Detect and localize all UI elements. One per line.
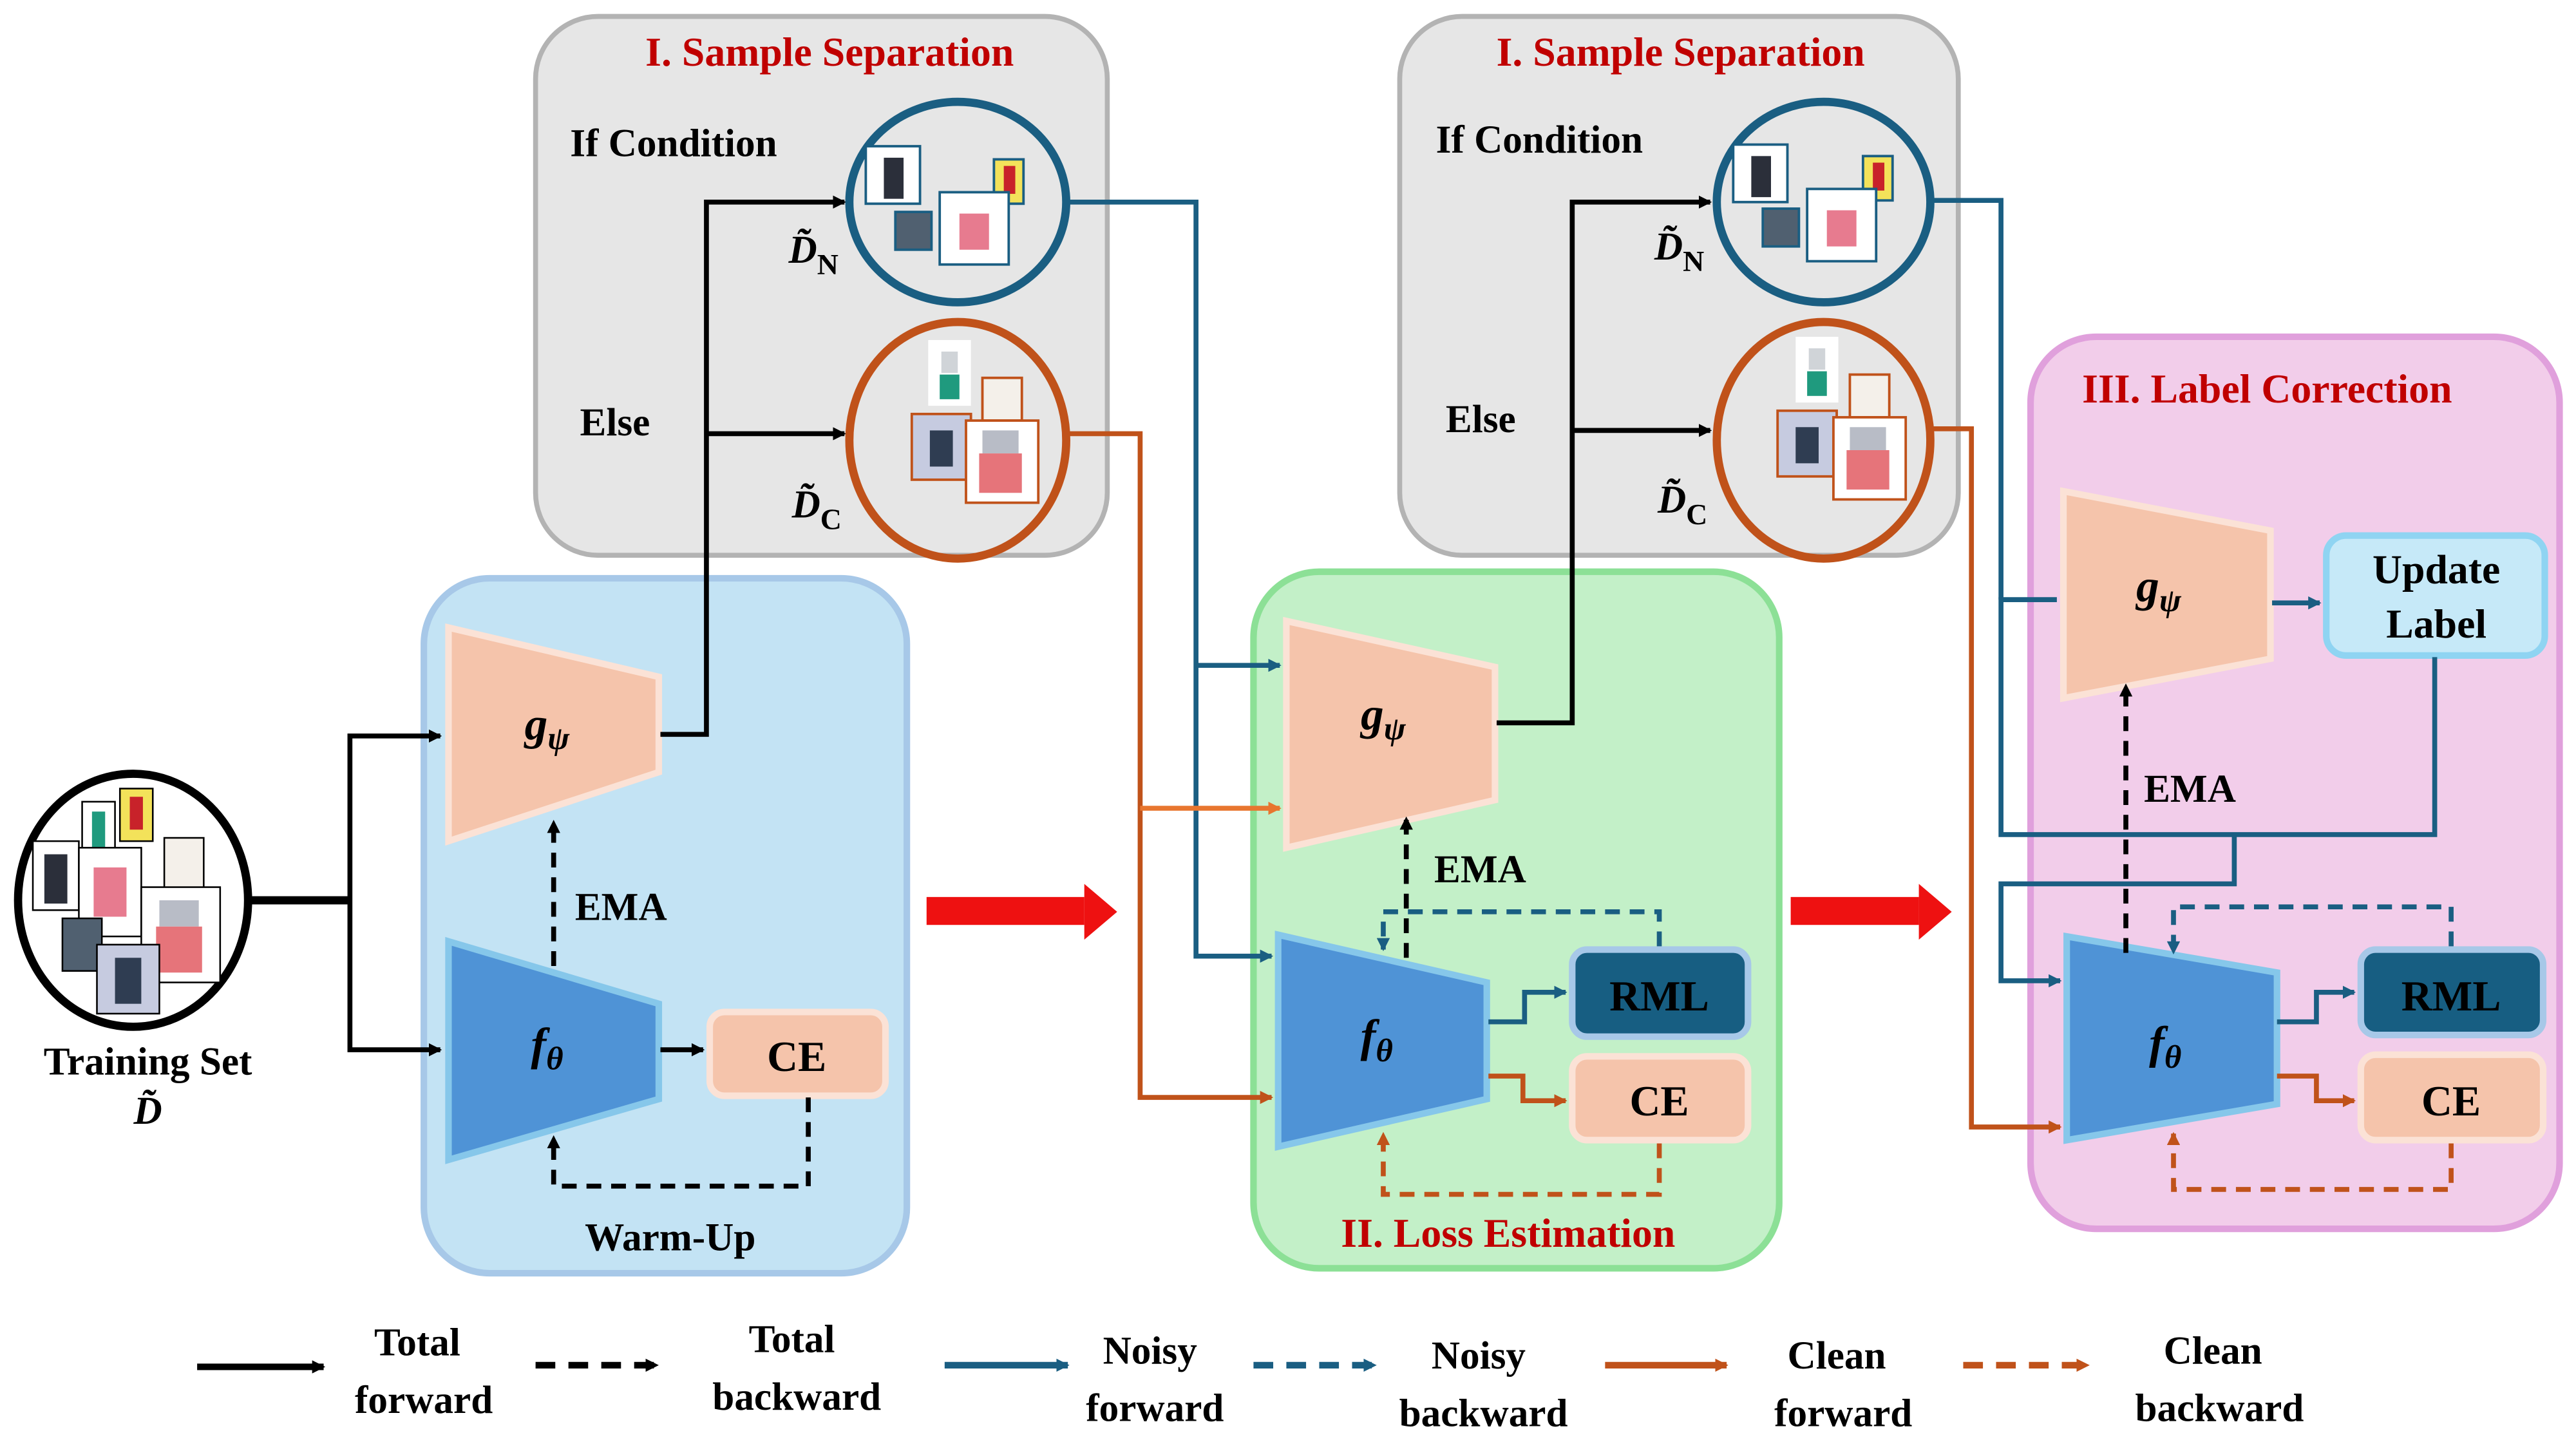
training-to-f-arrow: [347, 900, 442, 1057]
training-to-g-arrow: [347, 729, 442, 900]
connectors: [248, 195, 2062, 1134]
ce-loss-box: [706, 1009, 889, 1099]
noisy-set-symbol: D̃N: [1654, 225, 1704, 278]
panel-title: Warm-Up: [585, 1215, 755, 1259]
svg-text:Clean: Clean: [2164, 1329, 2262, 1372]
legend-item-noisy-backward: Noisy backward: [1253, 1334, 1568, 1435]
sample-separation-panel-2: I. Sample Separation If Condition Else D…: [1397, 14, 1961, 563]
else-label: Else: [580, 401, 650, 444]
if-condition-label: If Condition: [570, 121, 777, 165]
sample-separation-panel-1: I. Sample Separation If Condition Else D…: [533, 14, 1110, 563]
clean-sample-images: [1776, 336, 1908, 501]
ce-backward-arrow: [2166, 1132, 2454, 1192]
svg-text:Total: Total: [749, 1317, 835, 1361]
clean-to-f-arrow-2: [1930, 426, 2062, 1134]
svg-text:forward: forward: [1086, 1387, 1224, 1430]
noisy-set-symbol: D̃N: [788, 228, 838, 281]
f-to-ce-arrow: [2277, 1074, 2356, 1108]
update-label-line2: Label: [2386, 601, 2486, 647]
g-psi-network: [1283, 616, 1499, 852]
svg-text:backward: backward: [1399, 1391, 1568, 1435]
ce-backward-arrow: [1376, 1132, 1662, 1197]
g-to-noisy-arrow-2: [1496, 195, 1712, 726]
svg-text:Total: Total: [374, 1321, 460, 1365]
training-set-label: Training Set: [44, 1039, 252, 1083]
legend-item-clean-backward: Clean backward: [1963, 1329, 2304, 1430]
clean-set-circle: [1712, 317, 1935, 563]
ema-label: EMA: [575, 886, 667, 929]
clean-set-symbol: D̃C: [1657, 478, 1707, 531]
clean-sample-images: [910, 340, 1040, 504]
loss-estimation-panel: gψ fθ RML CE EMA II. Loss Estimation: [1250, 568, 1783, 1272]
g-psi-label: gψ: [2135, 561, 2182, 619]
rml-backward-arrow: [1376, 909, 1662, 952]
f-to-ce-arrow: [1488, 1074, 1567, 1108]
legend-item-noisy-forward: Noisy forward: [944, 1329, 1224, 1430]
ce-loss-label: CE: [2421, 1078, 2481, 1125]
panel-title: I. Sample Separation: [1497, 29, 1865, 75]
training-set-symbol: D̃: [133, 1089, 162, 1133]
ce-loss-label: CE: [767, 1034, 826, 1081]
stage-arrow-2: [1790, 884, 1952, 940]
legend-item-clean-forward: Clean forward: [1605, 1334, 1912, 1435]
f-theta-network: [2063, 933, 2280, 1144]
svg-text:forward: forward: [1774, 1391, 1912, 1435]
update-label-box: [2323, 532, 2548, 659]
noisy-sample-images: [864, 145, 1025, 266]
corrected-noisy-input-arrow: [1998, 834, 2237, 988]
warmup-panel: gψ fθ CE EMA Warm-Up: [421, 574, 911, 1277]
g-to-noisy-arrow: [660, 195, 846, 737]
g-psi-network: [445, 623, 663, 846]
ema-label: EMA: [2144, 767, 2236, 811]
stage-arrow-1: [926, 884, 1117, 940]
noisy-to-correction-line: [1930, 198, 2003, 600]
legend: Total forward Total backward Noisy forwa…: [197, 1317, 2304, 1435]
update-label-line1: Update: [2372, 547, 2500, 592]
if-condition-label: If Condition: [1436, 118, 1643, 162]
ce-loss-label: CE: [1629, 1078, 1689, 1125]
svg-text:Noisy: Noisy: [1432, 1334, 1526, 1378]
svg-text:backward: backward: [712, 1375, 881, 1419]
f-to-rml-arrow: [1488, 985, 1567, 1025]
f-theta-label: fθ: [1361, 1011, 1393, 1069]
panel-title: II. Loss Estimation: [1341, 1210, 1675, 1256]
svg-text:forward: forward: [355, 1378, 493, 1422]
noisy-sample-images: [1732, 143, 1894, 263]
panel-title: I. Sample Separation: [645, 29, 1014, 75]
clean-to-f-arrow: [1066, 431, 1274, 1104]
label-correction-panel: III. Label Correction gψ Update Label fθ…: [1998, 333, 2563, 1233]
training-set: Training Set D̃: [14, 770, 252, 1133]
f-theta-network: [445, 936, 663, 1164]
update-label-loop-line: [1998, 597, 2438, 837]
svg-text:backward: backward: [2135, 1387, 2304, 1430]
ce-loss-box: [2357, 1051, 2547, 1144]
svg-text:Noisy: Noisy: [1103, 1329, 1198, 1372]
panel-title: III. Label Correction: [2082, 366, 2452, 412]
noisy-to-f-arrow: [1066, 199, 1274, 963]
g-psi-label: gψ: [1359, 689, 1406, 747]
rml-loss-box: [2357, 946, 2547, 1039]
else-label: Else: [1446, 397, 1516, 441]
rml-loss-label: RML: [1609, 973, 1709, 1020]
legend-item-total-backward: Total backward: [535, 1317, 881, 1419]
svg-text:Clean: Clean: [1788, 1334, 1886, 1378]
clean-set-symbol: D̃C: [791, 483, 842, 536]
f-theta-network: [1274, 931, 1490, 1151]
rml-loss-label: RML: [2401, 973, 2501, 1020]
rml-backward-arrow: [2166, 904, 2454, 955]
rml-loss-box: [1569, 946, 1752, 1040]
legend-item-total-forward: Total forward: [197, 1321, 493, 1422]
g-psi-network: [2060, 487, 2274, 703]
f-to-rml-arrow: [2277, 985, 2356, 1025]
clean-set-circle: [845, 317, 1070, 563]
g-psi-label: gψ: [524, 699, 571, 757]
ema-label: EMA: [1434, 848, 1526, 891]
ce-loss-box: [1569, 1053, 1752, 1144]
